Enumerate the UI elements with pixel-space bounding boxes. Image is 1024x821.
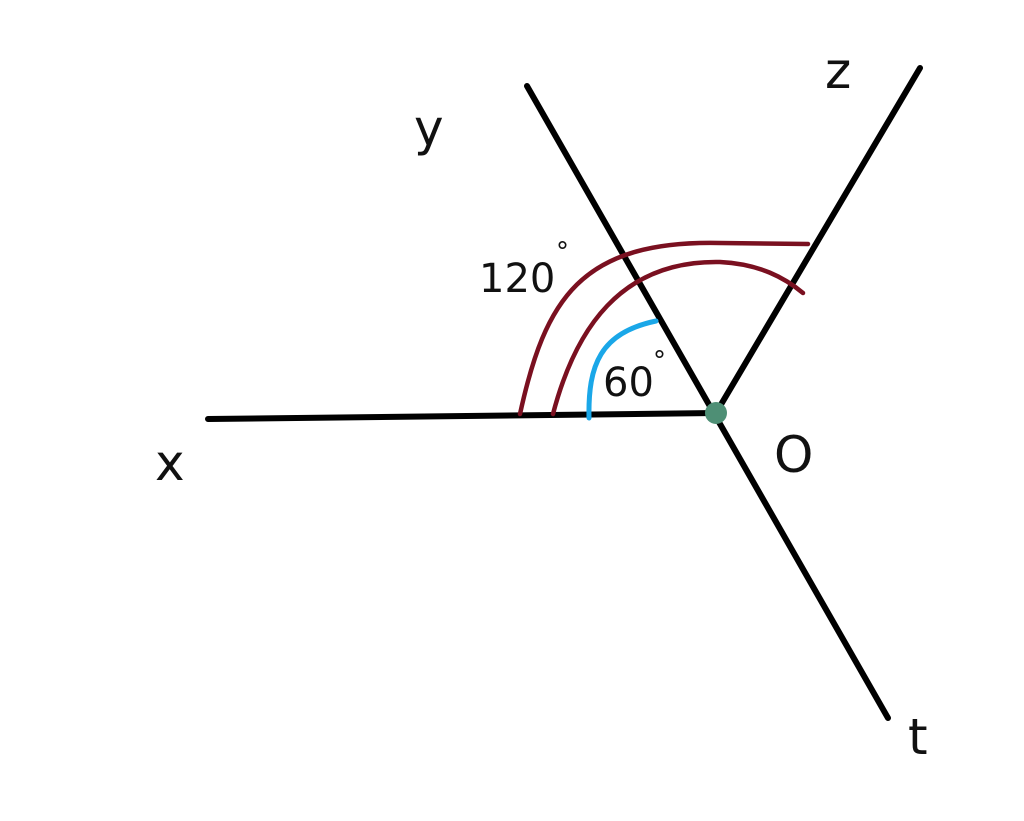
arc-60 xyxy=(586,318,659,421)
line-yt xyxy=(524,83,891,721)
label-y: y xyxy=(414,99,444,157)
label-t: t xyxy=(908,708,928,766)
arc-120-inner xyxy=(550,259,806,417)
ray-ox xyxy=(205,410,719,422)
arc-120-outer xyxy=(517,240,811,417)
origin-point xyxy=(705,402,727,424)
angle-60-unit: ° xyxy=(653,346,666,376)
angle-60-value: 60 xyxy=(603,360,654,406)
label-z: z xyxy=(825,42,851,100)
angle-120-unit: ° xyxy=(556,237,569,267)
ray-oz xyxy=(713,65,923,416)
label-origin: O xyxy=(774,426,813,484)
label-x: x xyxy=(155,434,185,492)
angle-120-value: 120 xyxy=(479,256,555,302)
